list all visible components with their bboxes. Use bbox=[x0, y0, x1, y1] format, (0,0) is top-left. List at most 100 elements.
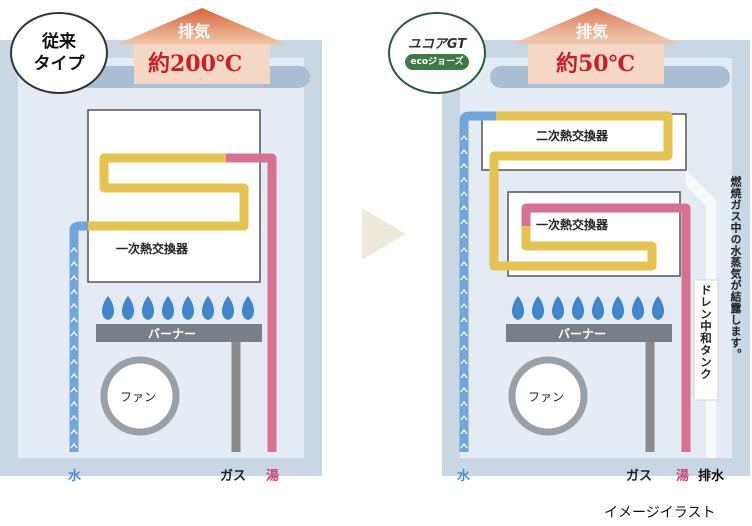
right-fan-label: ファン bbox=[528, 390, 565, 404]
left-burner bbox=[96, 324, 262, 342]
right-water-flow-chevron-icon bbox=[460, 204, 468, 211]
right-water-flow-chevron-icon bbox=[460, 316, 468, 323]
right-water-flow-chevron-icon bbox=[460, 428, 468, 435]
left-flame-icon bbox=[222, 296, 234, 320]
right-water-flow-chevron-icon bbox=[460, 218, 468, 225]
left-gas-label: ガス bbox=[220, 469, 247, 484]
right-flame-icon bbox=[572, 296, 584, 320]
left-water-flow-chevron-icon bbox=[70, 274, 78, 281]
left-exhaust-label: 排気 bbox=[178, 22, 211, 41]
right-water-flow-chevron-icon bbox=[460, 176, 468, 183]
right-preheat-pipe bbox=[489, 111, 673, 271]
left-badge-line1: 従来 bbox=[42, 32, 76, 52]
right-water-flow-chevron-icon bbox=[460, 400, 468, 407]
left-hot-water-pipe bbox=[226, 153, 277, 452]
left-flame-icon bbox=[202, 296, 214, 320]
left-water-flow-chevron-icon bbox=[70, 260, 78, 267]
left-water-flow-chevron-icon bbox=[70, 414, 78, 421]
left-preheat-pipe bbox=[81, 153, 249, 231]
right-secondary-exchanger-label: 二次熱交換器 bbox=[536, 129, 609, 143]
right-water-flow-chevron-icon bbox=[460, 344, 468, 351]
left-exhaust-temp: 約200℃ bbox=[148, 51, 243, 77]
right-flow-arrows bbox=[460, 134, 468, 449]
left-primary-exchanger-box bbox=[87, 109, 261, 283]
left-flow-arrows bbox=[70, 246, 78, 449]
right-drain-tank bbox=[693, 279, 719, 401]
right-water-flow-chevron-icon bbox=[460, 414, 468, 421]
left-exhaust-box bbox=[134, 44, 270, 84]
left-flames bbox=[102, 296, 254, 320]
right-water-flow-chevron-icon bbox=[460, 358, 468, 365]
right-heater-unit bbox=[442, 8, 750, 476]
left-water-flow-chevron-icon bbox=[70, 344, 78, 351]
left-water-flow-chevron-icon bbox=[70, 246, 78, 253]
left-primary-exchanger-label: 一次熱交換器 bbox=[116, 242, 189, 256]
right-badge-line2: ecoジョーズ bbox=[405, 54, 469, 70]
right-burner-label: バーナー bbox=[558, 327, 607, 341]
right-exhaust-arrow-icon bbox=[512, 8, 680, 44]
left-heater-unit bbox=[0, 8, 322, 476]
left-badge-line2: タイプ bbox=[33, 54, 85, 74]
left-exhaust-arrow-icon bbox=[118, 8, 286, 44]
right-water-pipe bbox=[459, 111, 496, 452]
right-fan-icon bbox=[508, 356, 588, 436]
left-flame-icon bbox=[122, 296, 134, 320]
right-hot-water-label: 湯 bbox=[676, 469, 690, 484]
right-flames bbox=[512, 296, 664, 320]
transition-arrow-icon bbox=[362, 208, 406, 260]
left-water-flow-chevron-icon bbox=[70, 330, 78, 337]
right-flame-icon bbox=[592, 296, 604, 320]
left-flame-icon bbox=[102, 296, 114, 320]
illustration-caption: イメージイラスト bbox=[604, 505, 716, 521]
right-water-label: 水 bbox=[457, 469, 471, 484]
right-water-flow-chevron-icon bbox=[460, 274, 468, 281]
right-water-flow-chevron-icon bbox=[460, 372, 468, 379]
right-water-flow-chevron-icon bbox=[460, 246, 468, 253]
left-type-badge: 従来 タイプ bbox=[10, 12, 108, 94]
right-water-flow-chevron-icon bbox=[460, 232, 468, 239]
right-exhaust-box bbox=[528, 44, 664, 84]
right-flame-icon bbox=[612, 296, 624, 320]
right-water-flow-chevron-icon bbox=[460, 386, 468, 393]
left-flame-icon bbox=[182, 296, 194, 320]
right-primary-exchanger-label: 一次熱交換器 bbox=[536, 218, 609, 232]
left-water-flow-chevron-icon bbox=[70, 372, 78, 379]
left-water-flow-chevron-icon bbox=[70, 428, 78, 435]
right-burner bbox=[506, 324, 672, 342]
left-burner-label: バーナー bbox=[148, 327, 197, 341]
left-water-pipe bbox=[69, 221, 88, 452]
left-flame-icon bbox=[242, 296, 254, 320]
right-water-flow-chevron-icon bbox=[460, 190, 468, 197]
right-exhaust-label: 排気 bbox=[576, 22, 609, 41]
right-flame-icon bbox=[512, 296, 524, 320]
left-fan-label: ファン bbox=[120, 390, 157, 404]
left-water-label: 水 bbox=[68, 469, 82, 484]
left-water-flow-chevron-icon bbox=[70, 302, 78, 309]
right-secondary-exchanger-box bbox=[481, 113, 687, 171]
right-hot-water-pipe bbox=[521, 203, 691, 452]
right-flame-icon bbox=[652, 296, 664, 320]
right-water-flow-chevron-icon bbox=[460, 442, 468, 449]
left-fan-icon bbox=[100, 356, 180, 436]
right-water-flow-chevron-icon bbox=[460, 288, 468, 295]
right-drain-label: 排水 bbox=[698, 469, 725, 484]
left-water-flow-chevron-icon bbox=[70, 358, 78, 365]
left-water-flow-chevron-icon bbox=[70, 442, 78, 449]
left-water-flow-chevron-icon bbox=[70, 400, 78, 407]
right-water-flow-chevron-icon bbox=[460, 148, 468, 155]
right-water-flow-chevron-icon bbox=[460, 162, 468, 169]
right-flame-icon bbox=[632, 296, 644, 320]
right-water-flow-chevron-icon bbox=[460, 134, 468, 141]
right-exhaust-temp: 約50℃ bbox=[556, 51, 635, 77]
left-flame-icon bbox=[142, 296, 154, 320]
right-gas-label: ガス bbox=[626, 469, 653, 484]
right-water-flow-chevron-icon bbox=[460, 330, 468, 337]
left-hot-water-label: 湯 bbox=[266, 469, 280, 484]
right-condensation-note: 燃焼ガス中の水蒸気が結露します。 bbox=[729, 176, 742, 360]
right-product-badge: ユコアGT ecoジョーズ bbox=[388, 12, 486, 94]
right-badge-line1: ユコアGT bbox=[407, 37, 467, 52]
right-water-flow-chevron-icon bbox=[460, 302, 468, 309]
right-water-flow-chevron-icon bbox=[460, 260, 468, 267]
left-water-flow-chevron-icon bbox=[70, 316, 78, 323]
